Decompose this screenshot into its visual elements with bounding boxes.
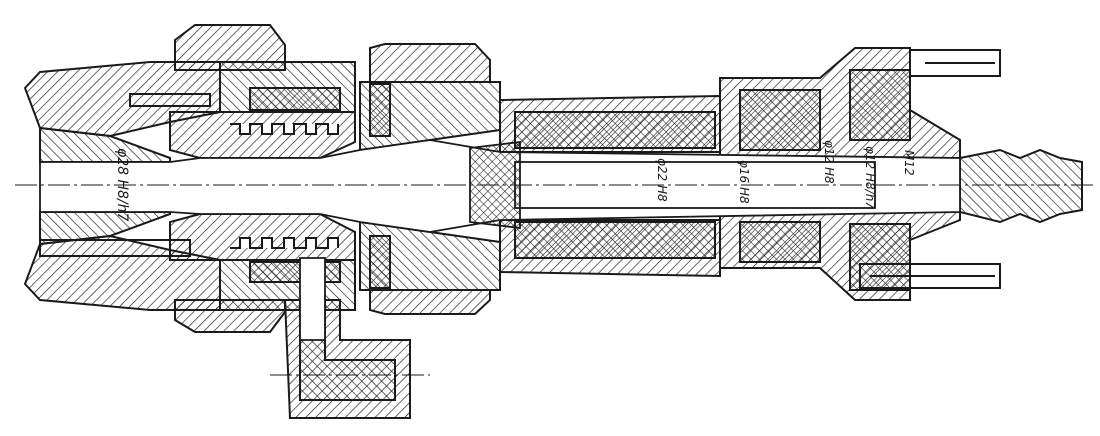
union-nut-bottom [369,289,491,315]
upper-channel [129,93,211,107]
dim-label-3: φ16 H8 [737,160,751,204]
rear-insulation-bottom [739,221,821,263]
rear-block-top [849,69,911,141]
dim-label-4: φ12 H8 [822,140,836,184]
elbow-bore [299,257,326,341]
thread-teeth-bottom [230,237,339,249]
dim-label-6: M12 [902,150,916,176]
knurl-top [249,87,341,111]
seal-ring-bottom [369,235,391,289]
seal-ring-top [369,83,391,137]
nut-body-top [359,81,501,152]
dim-label-2: φ22 H8 [655,158,669,202]
nut-body-bottom [359,220,501,291]
union-nut-top [369,43,491,83]
nozzle-bore-top [39,126,171,163]
barrel-insulation-top [514,111,716,149]
gas-tube-bottom [859,263,1001,289]
lower-channel [39,239,191,257]
dim-label-5: φ12 H8/h7 [863,146,877,209]
clamp-collar-top [174,24,286,71]
hose-barb [959,148,1083,224]
knurl-bottom [249,261,341,283]
nozzle-bore-bottom [39,211,171,246]
thread-teeth-top [230,123,339,135]
barrel-insulation-bottom [514,221,716,259]
gas-tube-top [909,49,1001,77]
dim-label-1: φ28 H8/h7 [114,148,130,222]
rear-insulation-top [739,89,821,151]
